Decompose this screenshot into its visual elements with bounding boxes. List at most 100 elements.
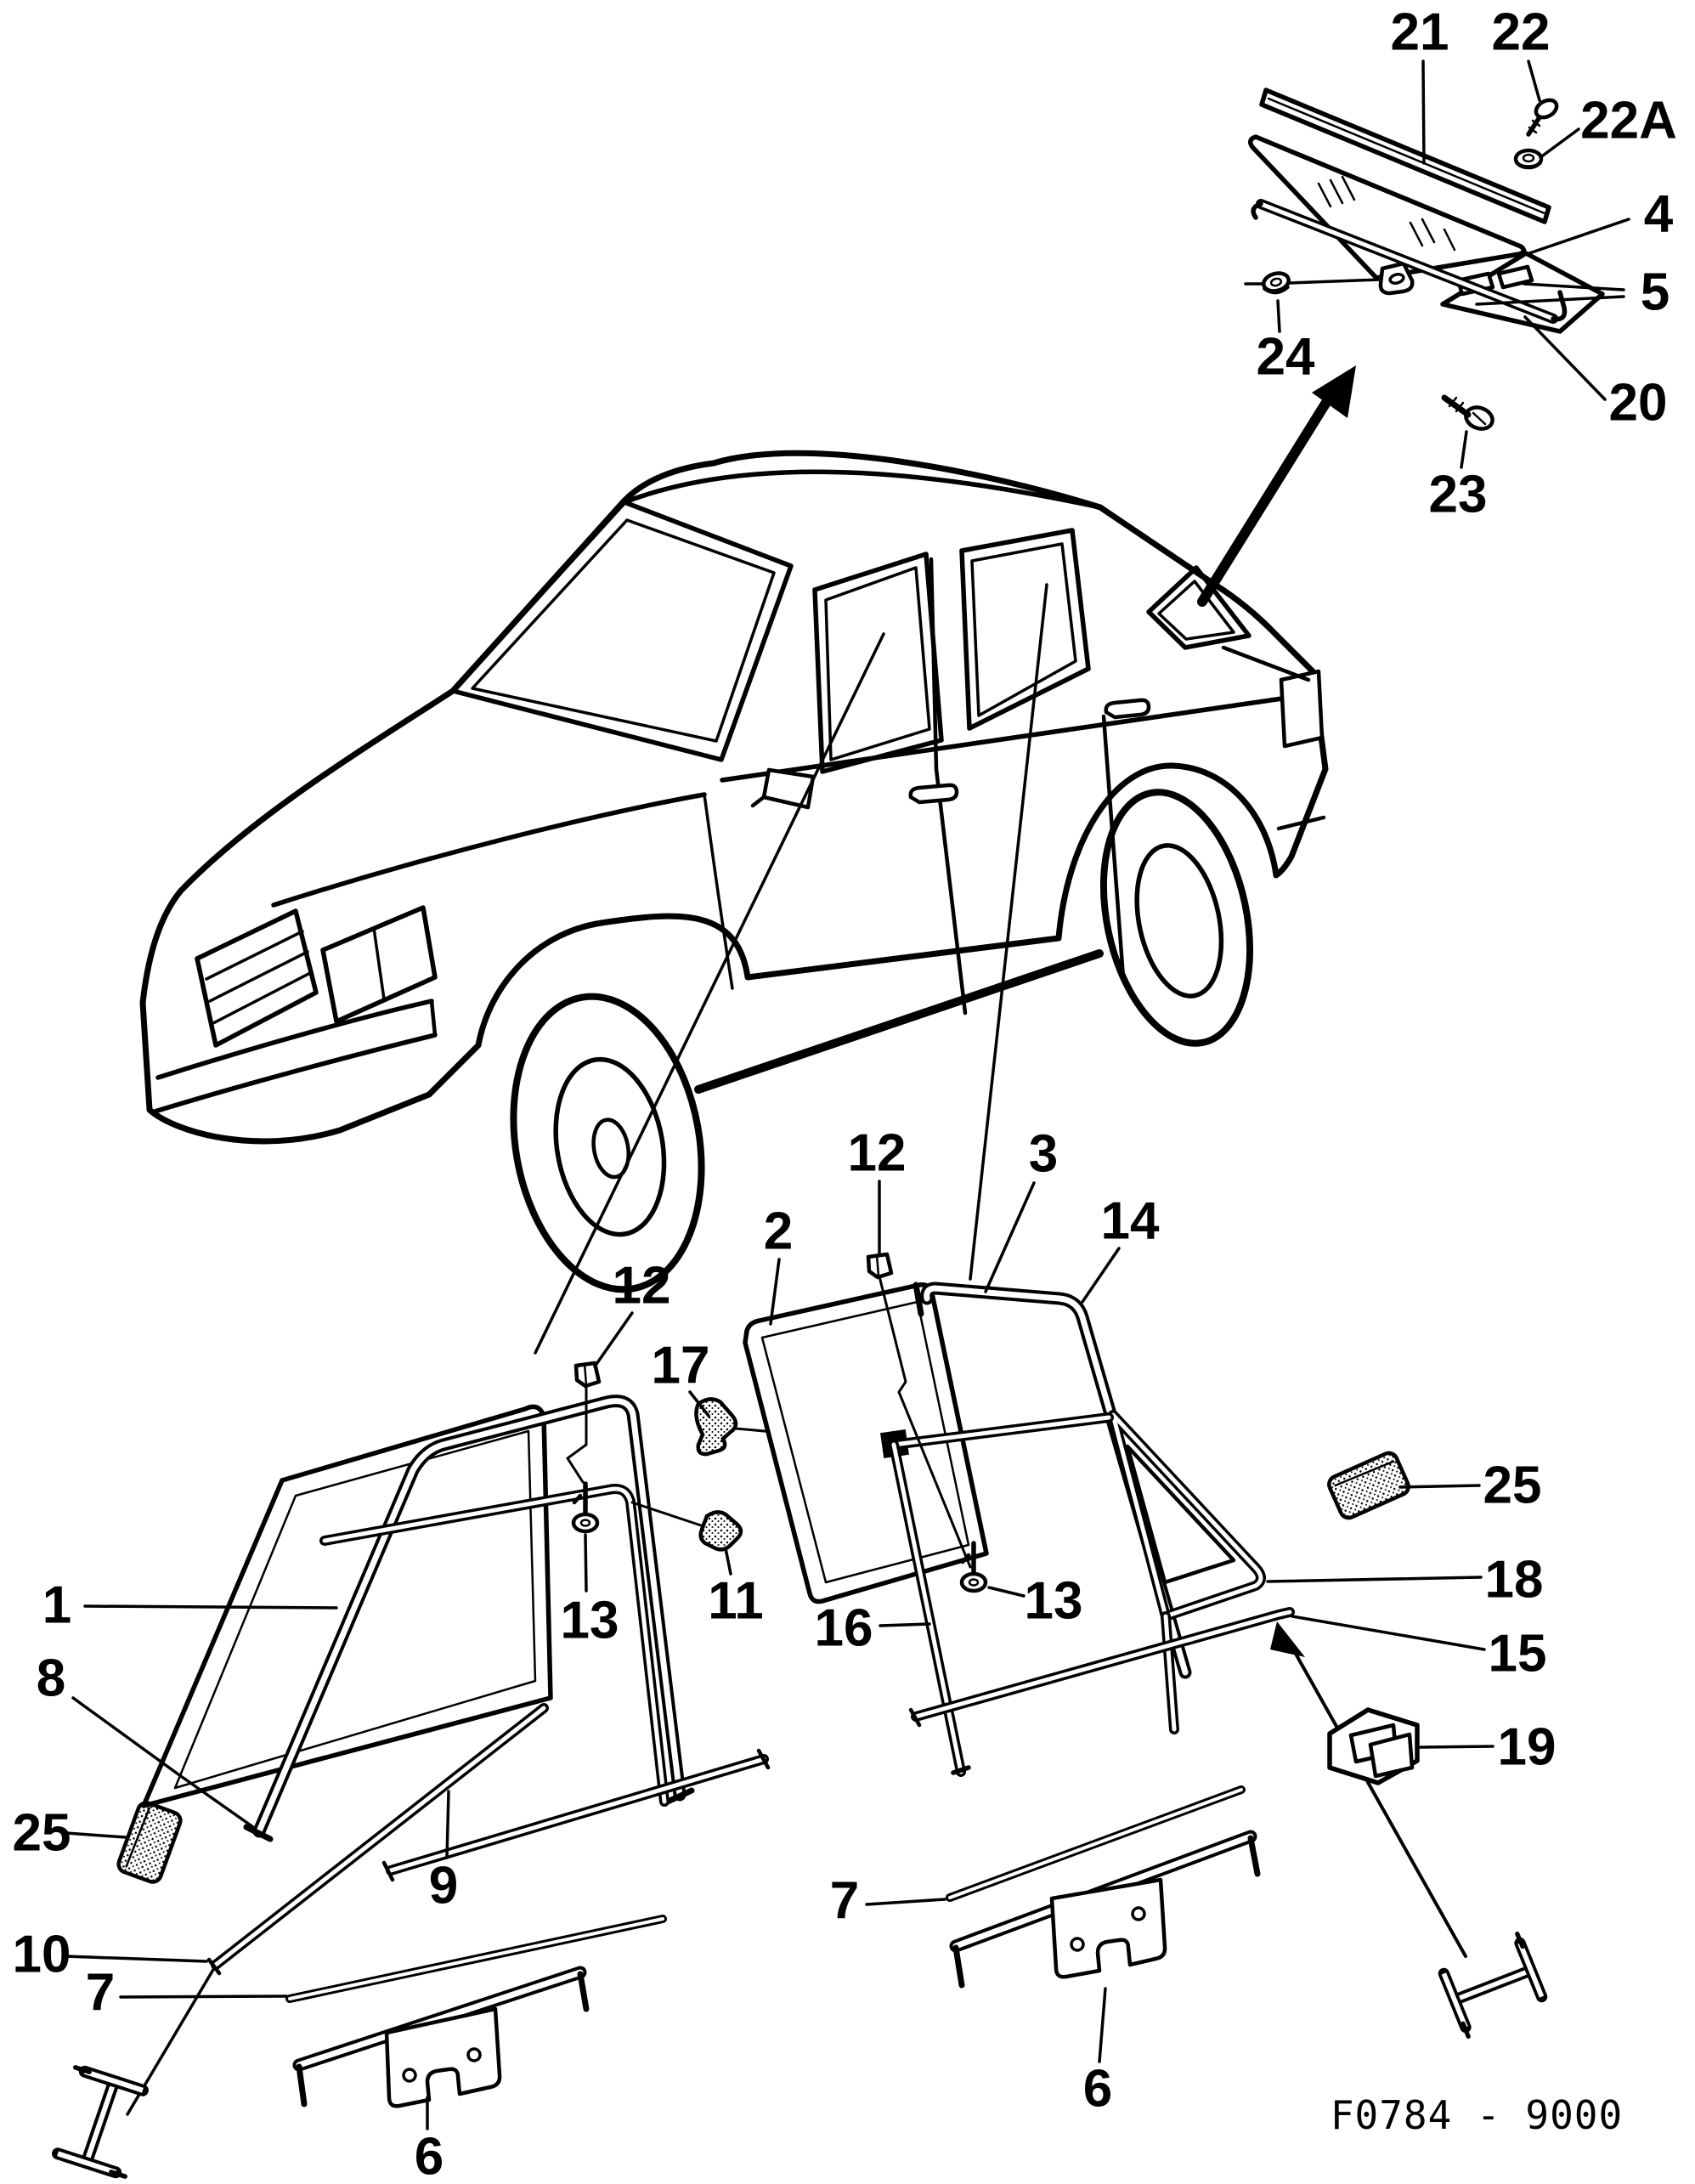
callout-13: 13 <box>561 1592 619 1650</box>
callout-8: 8 <box>37 1649 65 1708</box>
windshield-inner <box>471 518 776 743</box>
callout-13: 13 <box>1025 1572 1083 1631</box>
callout-24: 24 <box>1257 328 1315 387</box>
part-23-screw <box>1441 394 1494 431</box>
belt-moulding-cross-section-rear <box>1422 1912 1563 2058</box>
callout-leader-7 <box>119 1994 288 1999</box>
callout-11: 11 <box>708 1572 764 1631</box>
callout-2: 2 <box>764 1202 793 1261</box>
front-door-assembly <box>34 1363 899 2184</box>
callout-leader-25 <box>1398 1484 1481 1489</box>
part-24-grommet <box>1244 271 1381 295</box>
callout-leader-24 <box>1276 299 1281 333</box>
bumper-strip-top <box>155 999 434 1080</box>
grille-slat-3 <box>212 970 314 1025</box>
callout-leader-17 <box>688 1390 710 1417</box>
rear-bumper-line <box>1276 815 1326 831</box>
callout-4: 4 <box>1644 185 1674 244</box>
callout-leader-11 <box>724 1547 732 1576</box>
callout-19: 19 <box>1498 1718 1557 1777</box>
callout-leader-4 <box>1528 218 1630 255</box>
part-10-run-channel-strip <box>206 1703 549 1976</box>
part-7-weatherstrip-front <box>285 1915 667 2003</box>
glass-hatch <box>1317 175 1456 252</box>
car-illustration <box>139 450 1329 1293</box>
part-6-lift-rail-rear <box>949 1830 1261 1989</box>
quarter-window-inner <box>1157 580 1235 641</box>
roof-line <box>622 469 1103 510</box>
part-16-inner-frame <box>880 1412 1114 1777</box>
rear-door-assembly <box>743 1254 1563 2058</box>
callout-6: 6 <box>415 2128 444 2184</box>
callout-leader-13 <box>987 1586 1025 1598</box>
callout-leader-19 <box>1419 1745 1494 1749</box>
front-wheel <box>510 993 705 1293</box>
callout-16: 16 <box>815 1599 873 1658</box>
front-door-handle <box>908 783 959 805</box>
callout-15: 15 <box>1489 1625 1547 1683</box>
callout-leader-8 <box>71 1696 255 1829</box>
car-body-outline <box>139 450 1329 1145</box>
figure-code: F0784 - 9000 <box>1331 2092 1623 2138</box>
callout-17: 17 <box>652 1337 710 1395</box>
callout-3: 3 <box>1029 1125 1058 1184</box>
part-6-lift-rail-front <box>292 1966 590 2108</box>
rear-door-handle <box>1104 698 1151 720</box>
callout-14: 14 <box>1101 1192 1160 1251</box>
callout-22: 22 <box>1492 3 1551 62</box>
frame-to-gasket11-line <box>630 1501 705 1528</box>
callout-leader-16 <box>879 1622 931 1627</box>
callout-23: 23 <box>1429 466 1488 524</box>
beltline <box>720 696 1285 783</box>
rail-plate-rear <box>1049 1877 1167 1979</box>
quarter-window-detail <box>1244 88 1605 431</box>
sill-line <box>694 949 1104 1094</box>
callout-leader-3 <box>984 1181 1036 1293</box>
part-25-clip-front <box>116 1801 183 1885</box>
callout-10: 10 <box>13 1926 71 1984</box>
callout-6: 6 <box>1083 2060 1112 2119</box>
part-22a-washer <box>1513 148 1544 170</box>
clip12r-to-screw13r-line <box>878 1275 972 1569</box>
grille-slat-1 <box>205 930 304 981</box>
bumper-strip-bottom <box>152 1033 438 1114</box>
callout-1: 1 <box>42 1576 71 1635</box>
part-7-weatherstrip-rear <box>946 1785 1246 1902</box>
leader-rear-door <box>969 583 1048 1281</box>
part-2-glass-inner-line <box>760 1300 970 1584</box>
part-19-clip <box>1327 1707 1420 1785</box>
trunk-line <box>1221 645 1311 682</box>
part-4-quarter-glass <box>1248 134 1527 280</box>
callout-leader-25 <box>65 1831 127 1839</box>
tab-hole <box>1388 272 1405 286</box>
callout-leader-22A <box>1541 127 1580 157</box>
part-9-belt-strip <box>381 1748 771 1882</box>
rear-wheel <box>1099 789 1254 1047</box>
car-to-detail-leaders <box>126 365 1467 2116</box>
part-20-lower-moulding <box>1251 199 1568 324</box>
callout-leader-5 <box>1523 282 1625 291</box>
part-12-clip-rear <box>868 1254 891 1277</box>
leader-belt-moulding-section <box>1286 1638 1467 1958</box>
callout-leader-21 <box>1421 59 1426 165</box>
callout-leader-10 <box>65 1955 208 1963</box>
callout-leader-23 <box>1460 430 1468 469</box>
callout-9: 9 <box>429 1857 458 1915</box>
part-15-belt-moulding-rear <box>908 1607 1295 1728</box>
headlight-divider <box>372 926 386 1001</box>
callout-leader-13 <box>584 1533 588 1593</box>
part-11-corner-gasket <box>698 1510 743 1552</box>
callout-leader-7 <box>865 1898 946 1906</box>
quarter-window <box>1146 565 1251 650</box>
callout-leader-2 <box>769 1258 781 1326</box>
callout-leader-12 <box>593 1311 634 1368</box>
callout-7: 7 <box>86 1964 115 2023</box>
door-seam-rear <box>1101 714 1126 980</box>
run-channel-cross-section-front <box>34 2050 166 2184</box>
front-frame-belt-bar <box>319 1484 670 1807</box>
callout-12: 12 <box>848 1124 907 1183</box>
callout-18: 18 <box>1485 1551 1544 1610</box>
part-14-window-frame-moulding <box>912 1282 1192 1679</box>
